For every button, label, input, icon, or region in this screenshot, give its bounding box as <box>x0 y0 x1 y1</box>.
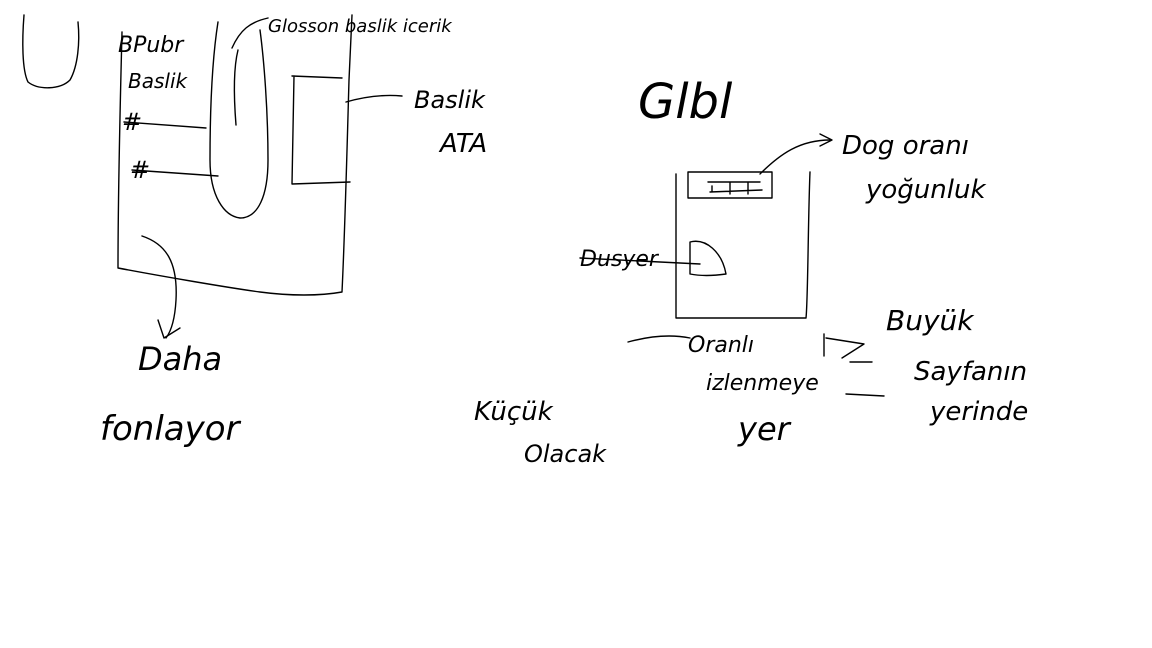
right-title: Glbl <box>638 74 733 130</box>
left-inner-swirl <box>233 49 239 126</box>
buyuk-line2: Sayfanın <box>914 357 1027 387</box>
left-baslik-box <box>291 75 351 185</box>
dog-oran-line2: yoğunluk <box>865 175 986 205</box>
baslik-label: Baslik <box>128 69 189 93</box>
center-note-line2: Olacak <box>524 440 607 468</box>
dusyer-shape <box>689 240 727 277</box>
daha-connector <box>141 235 177 339</box>
baslik-ata-line1: Baslik <box>414 86 486 114</box>
oran-rect <box>823 333 865 359</box>
hash-item-2: # <box>130 156 150 184</box>
daha-line1: Daha <box>138 340 222 378</box>
dusyer-line <box>579 257 701 265</box>
hash-item-1: # <box>122 108 142 136</box>
oran-line3: yer <box>737 410 792 448</box>
daha-arrowhead <box>157 319 181 339</box>
buyuk-line1: Buyük <box>886 304 975 337</box>
oran-line1: Oranlı <box>688 333 754 358</box>
hash-strike-2 <box>131 169 219 177</box>
hash-strike-1 <box>123 121 207 129</box>
right-phone-box <box>675 171 811 319</box>
right-top-bar-mark <box>707 181 763 195</box>
oran-line2: izlenmeye <box>706 371 819 396</box>
dog-oran-arrow <box>759 139 831 175</box>
baslik-ata-line <box>345 94 403 103</box>
dog-oran-line1: Dog oranı <box>842 131 969 161</box>
menu-label: BPubr <box>118 33 185 58</box>
oran-connector <box>627 335 691 343</box>
baslik-ata-line2: ATA <box>438 129 487 159</box>
dusyer-label: Dusyer <box>580 247 660 272</box>
letter-u-stroke <box>22 14 80 89</box>
buyuk-line3: yerinde <box>929 397 1028 427</box>
left-inner-panel <box>209 21 269 219</box>
center-note-line1: Küçük <box>474 397 554 427</box>
glossary-arrow <box>231 17 269 49</box>
left-outer-box <box>117 14 353 296</box>
daha-line2: fonlayor <box>100 409 242 449</box>
right-top-bar <box>687 171 773 199</box>
glossary-label: Glosson baslik icerik <box>268 16 453 37</box>
dog-oran-arrowhead <box>819 133 833 147</box>
oran-lines <box>845 361 885 397</box>
